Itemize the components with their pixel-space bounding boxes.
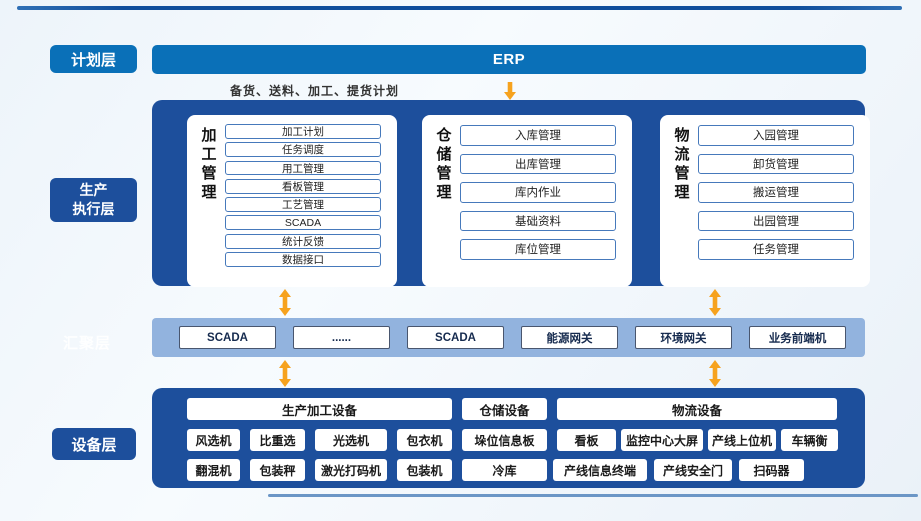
- device-box: 扫码器: [739, 459, 804, 481]
- mes-item: 用工管理: [225, 160, 381, 176]
- aggregation-item: ......: [293, 326, 390, 349]
- device-box: 冷库: [462, 459, 547, 481]
- device-group-header: 仓储设备: [462, 398, 547, 420]
- mes-item: 卸货管理: [698, 153, 854, 174]
- layer-label-device: 设备层: [52, 428, 136, 460]
- updown-arrow-icon: [708, 289, 722, 316]
- aggregation-item: SCADA: [407, 326, 504, 349]
- device-box: 垛位信息板: [462, 429, 547, 451]
- aggregation-item: 能源网关: [521, 326, 618, 349]
- mes-item: 任务管理: [698, 239, 854, 260]
- device-row: 冷库: [462, 459, 547, 481]
- mes-item: 工艺管理: [225, 197, 381, 212]
- device-block: 生产加工设备 仓储设备 物流设备 风选机 比重选 光选机 包衣机 垛位信息板 看…: [152, 388, 865, 488]
- device-box: 产线信息终端: [553, 459, 647, 481]
- erp-label: ERP: [492, 51, 526, 68]
- device-row: 翻混机 包装秤 激光打码机 包装机: [187, 459, 452, 481]
- aggregation-item: SCADA: [179, 326, 276, 349]
- layer-label-plan: 计划层: [50, 45, 137, 73]
- mes-card-warehouse: 仓储管理 入库管理 出库管理 库内作业 基础资料 库位管理: [422, 115, 632, 287]
- device-row: 看板 监控中心大屏 产线上位机 车辆衡: [557, 429, 838, 451]
- updown-arrow-icon: [708, 360, 722, 387]
- layer-label-aggregation: 汇聚层: [63, 335, 112, 352]
- device-box: 翻混机: [187, 459, 240, 481]
- layer-label-mes-line2: 执行层: [72, 201, 115, 217]
- aggregation-item: 业务前端机: [749, 326, 846, 349]
- mes-item: 出园管理: [698, 210, 854, 231]
- mes-card-logistics-title: 物流管理: [674, 127, 690, 201]
- mes-card-processing-title: 加工管理: [201, 127, 217, 201]
- erp-bar: ERP: [152, 45, 866, 74]
- device-box: 光选机: [315, 429, 387, 451]
- down-arrow-icon: [503, 82, 517, 100]
- aggregation-item: 环境网关: [635, 326, 732, 349]
- mes-card-warehouse-title: 仓储管理: [436, 127, 452, 201]
- device-box: 产线安全门: [654, 459, 732, 481]
- mes-card-logistics-items: 入园管理 卸货管理 搬运管理 出园管理 任务管理: [698, 123, 854, 279]
- top-divider: [17, 6, 902, 10]
- mes-item: 库内作业: [460, 182, 616, 203]
- mes-item: SCADA: [225, 215, 381, 231]
- device-box: 激光打码机: [315, 459, 387, 481]
- device-box: 看板: [557, 429, 616, 451]
- mes-item: 入库管理: [460, 125, 616, 146]
- mes-item: 统计反馈: [225, 233, 381, 249]
- mes-item: 出库管理: [460, 153, 616, 174]
- mes-item: 搬运管理: [698, 182, 854, 203]
- mes-item: 看板管理: [225, 178, 381, 194]
- layer-label-mes-line1: 生产: [79, 182, 108, 198]
- mes-card-logistics: 物流管理 入园管理 卸货管理 搬运管理 出园管理 任务管理: [660, 115, 870, 287]
- device-box: 包装秤: [250, 459, 305, 481]
- device-box: 风选机: [187, 429, 240, 451]
- device-row: 风选机 比重选 光选机 包衣机: [187, 429, 452, 451]
- mes-item: 加工计划: [225, 124, 381, 139]
- mes-item: 入园管理: [698, 125, 854, 146]
- mes-item: 数据接口: [225, 252, 381, 267]
- device-header-row: 生产加工设备 仓储设备 物流设备: [187, 398, 837, 420]
- mes-item: 基础资料: [460, 210, 616, 231]
- plan-note: 备货、送料、加工、提货计划: [230, 84, 400, 98]
- layer-label-mes: 生产 执行层: [50, 178, 137, 222]
- device-box: 比重选: [250, 429, 305, 451]
- mes-item: 任务调度: [225, 142, 381, 158]
- updown-arrow-icon: [278, 289, 292, 316]
- device-box: 车辆衡: [781, 429, 838, 451]
- device-group-header: 物流设备: [557, 398, 837, 420]
- device-row: 产线信息终端 产线安全门 扫码器: [553, 459, 804, 481]
- updown-arrow-icon: [278, 360, 292, 387]
- device-box: 包装机: [397, 459, 452, 481]
- mes-item: 库位管理: [460, 239, 616, 260]
- mes-card-processing: 加工管理 加工计划 任务调度 用工管理 看板管理 工艺管理 SCADA 统计反馈…: [187, 115, 397, 287]
- mes-card-warehouse-items: 入库管理 出库管理 库内作业 基础资料 库位管理: [460, 123, 616, 279]
- device-box: 包衣机: [397, 429, 452, 451]
- device-box: 产线上位机: [708, 429, 776, 451]
- device-row: 垛位信息板: [462, 429, 547, 451]
- aggregation-band: SCADA ...... SCADA 能源网关 环境网关 业务前端机: [152, 318, 865, 357]
- mes-card-processing-items: 加工计划 任务调度 用工管理 看板管理 工艺管理 SCADA 统计反馈 数据接口: [225, 123, 381, 279]
- device-box: 监控中心大屏: [621, 429, 703, 451]
- mes-block: 加工管理 加工计划 任务调度 用工管理 看板管理 工艺管理 SCADA 统计反馈…: [152, 100, 870, 287]
- bottom-divider: [268, 494, 918, 497]
- device-group-header: 生产加工设备: [187, 398, 452, 420]
